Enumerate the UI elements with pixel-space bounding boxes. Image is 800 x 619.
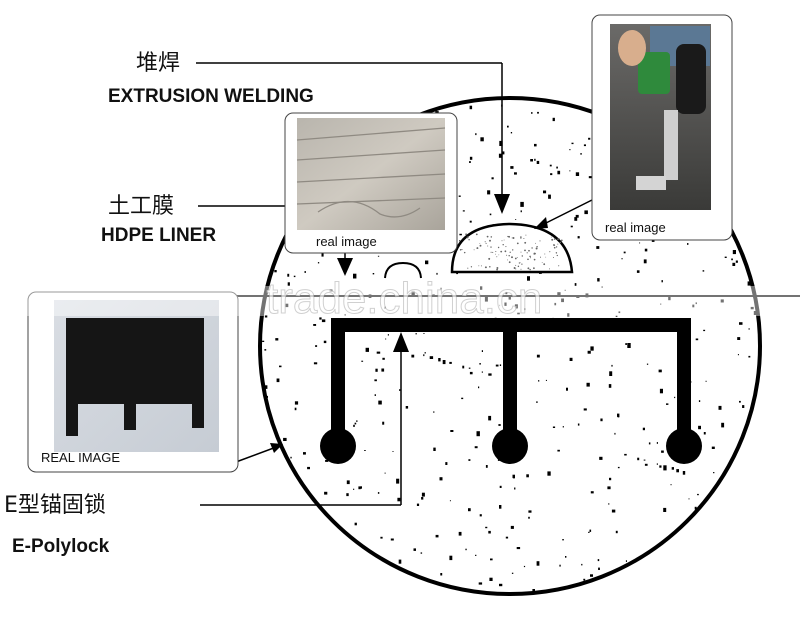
extrusion-arrowhead (494, 194, 510, 214)
extrusion-label-en: EXTRUSION WELDING (108, 86, 314, 107)
welder-pointer-arrowhead (534, 217, 548, 229)
polylock-left-bulb (320, 428, 356, 464)
polylock-center-bulb (492, 428, 528, 464)
profile-photo-frame: REAL IMAGE (27, 291, 239, 473)
liner-photo-caption: real image (316, 234, 377, 249)
liner-photo (297, 118, 445, 230)
welder-photo-pointer (539, 197, 597, 227)
profile-pointer-arrowhead (270, 443, 283, 453)
welder-photo-caption: real image (605, 220, 666, 235)
profile-photo-pointer (235, 445, 280, 463)
polylock-label-en: E-Polylock (12, 536, 110, 557)
profile-photo-caption: REAL IMAGE (41, 450, 120, 465)
polylock-arrowhead (393, 332, 409, 352)
weld-bead (450, 222, 574, 274)
polylock-right-bulb (666, 428, 702, 464)
liner-label-en: HDPE LINER (101, 225, 216, 246)
watermark-band (0, 286, 800, 316)
welder-photo-frame: real image (591, 14, 733, 241)
weld-bead-texture (459, 233, 563, 271)
polylock-left-leg (331, 318, 345, 436)
liner-arrowhead (337, 258, 353, 276)
small-dome (384, 261, 422, 279)
liner-label-cn: 土工膜 (108, 194, 174, 219)
polylock-right-leg (677, 318, 691, 436)
watermark-text: trade.china.cn (266, 274, 542, 323)
polylock-label-cn: E型锚固锁 (4, 493, 106, 518)
polylock-center-leg (503, 318, 517, 436)
e-polylock-profile (320, 318, 702, 464)
extrusion-label-cn: 堆焊 (136, 51, 180, 76)
liner-photo-frame: real image (284, 112, 458, 254)
